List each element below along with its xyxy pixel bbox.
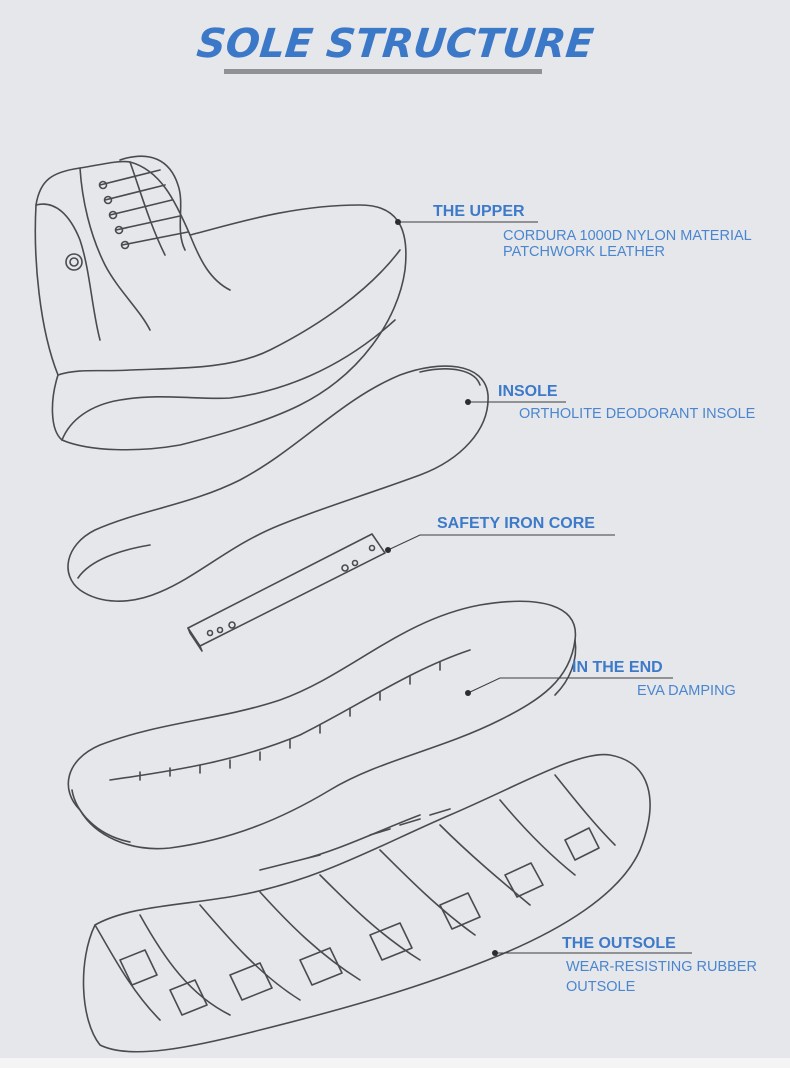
desc-insole: ORTHOLITE DEODORANT INSOLE [519, 406, 755, 422]
desc-line: ORTHOLITE DEODORANT INSOLE [519, 406, 756, 422]
desc-the-outsole: WEAR-RESISTING RUBBER OUTSOLE [566, 959, 757, 995]
label-the-outsole: THE OUTSOLE [562, 935, 676, 952]
desc-line: OUTSOLE [566, 979, 636, 995]
callout-dots [385, 219, 498, 956]
desc-line: PATCHWORK LEATHER [503, 244, 665, 260]
boot-upper-illustration [34, 155, 407, 451]
iron-core-illustration [187, 533, 386, 652]
desc-the-upper: CORDURA 1000D NYLON MATERIAL PATCHWORK L… [503, 228, 752, 260]
label-safety-iron-core: SAFETY IRON CORE [437, 515, 595, 532]
label-insole: INSOLE [498, 383, 558, 400]
callout-lines [387, 221, 692, 954]
desc-line: CORDURA 1000D NYLON MATERIAL [503, 228, 752, 244]
title-underline [224, 69, 542, 74]
desc-in-the-end: EVA DAMPING [637, 683, 736, 699]
midsole-illustration [67, 600, 577, 850]
desc-line: WEAR-RESISTING RUBBER [566, 959, 757, 975]
label-in-the-end: IN THE END [572, 659, 663, 676]
bottom-band [0, 1058, 790, 1068]
outsole-illustration [82, 753, 651, 1053]
label-the-upper: THE UPPER [433, 203, 525, 220]
desc-line: EVA DAMPING [637, 683, 736, 699]
insole-illustration [67, 365, 489, 602]
